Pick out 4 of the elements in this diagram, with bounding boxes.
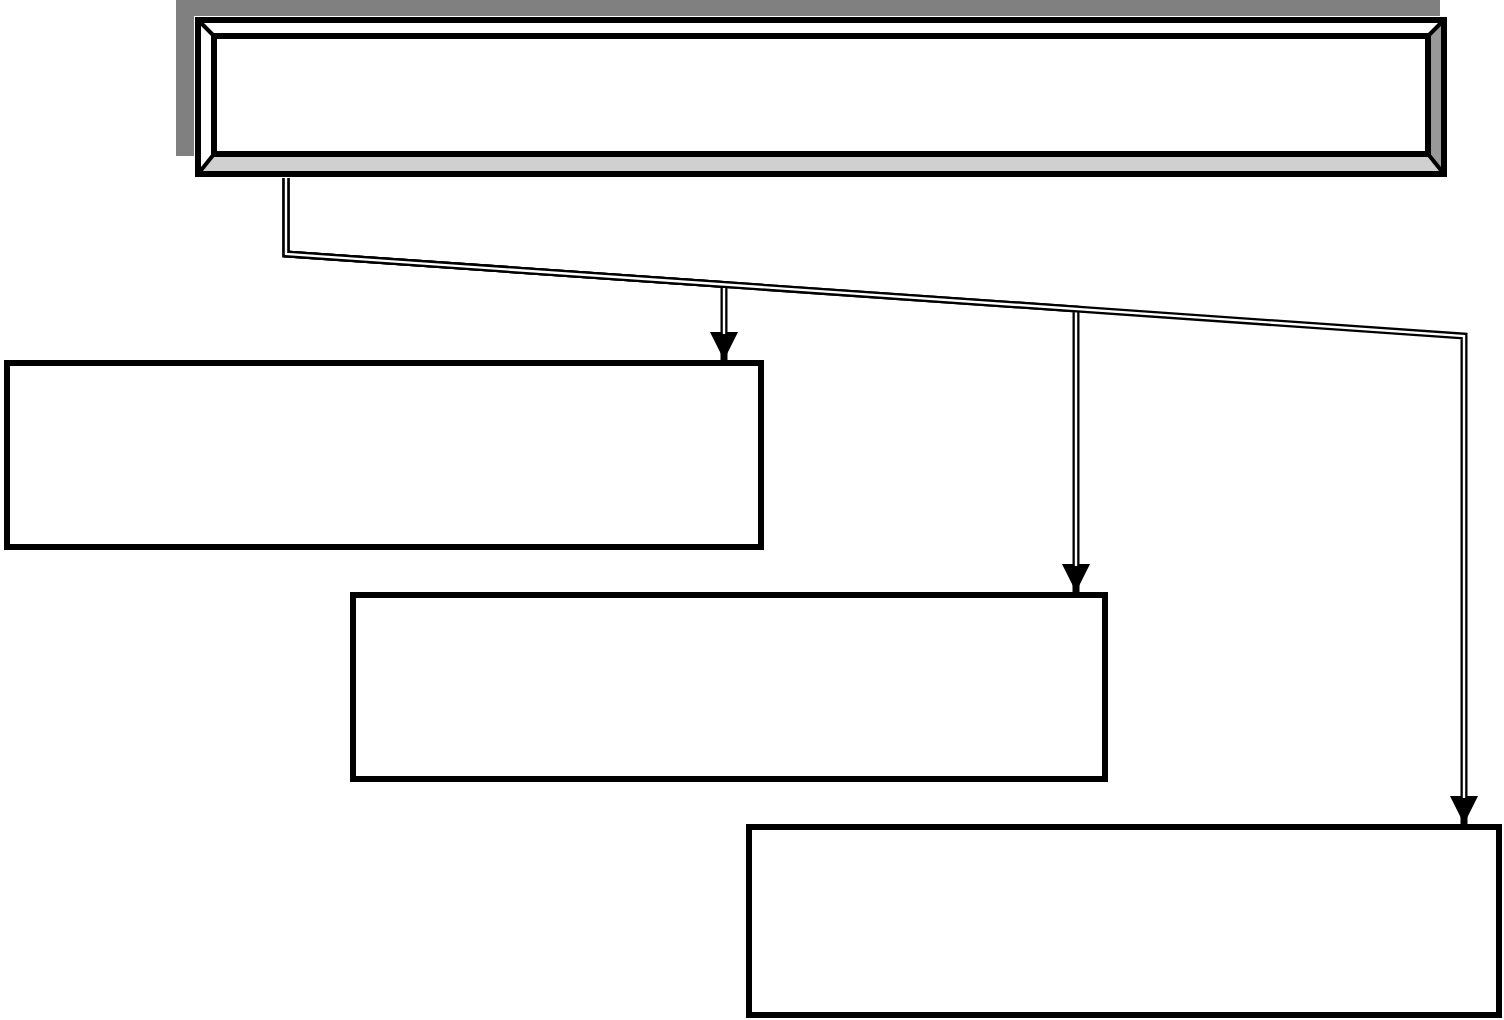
box-box [746,824,1502,1018]
box-box [350,592,1108,782]
box-box [4,360,764,550]
framed-box [194,16,1448,178]
